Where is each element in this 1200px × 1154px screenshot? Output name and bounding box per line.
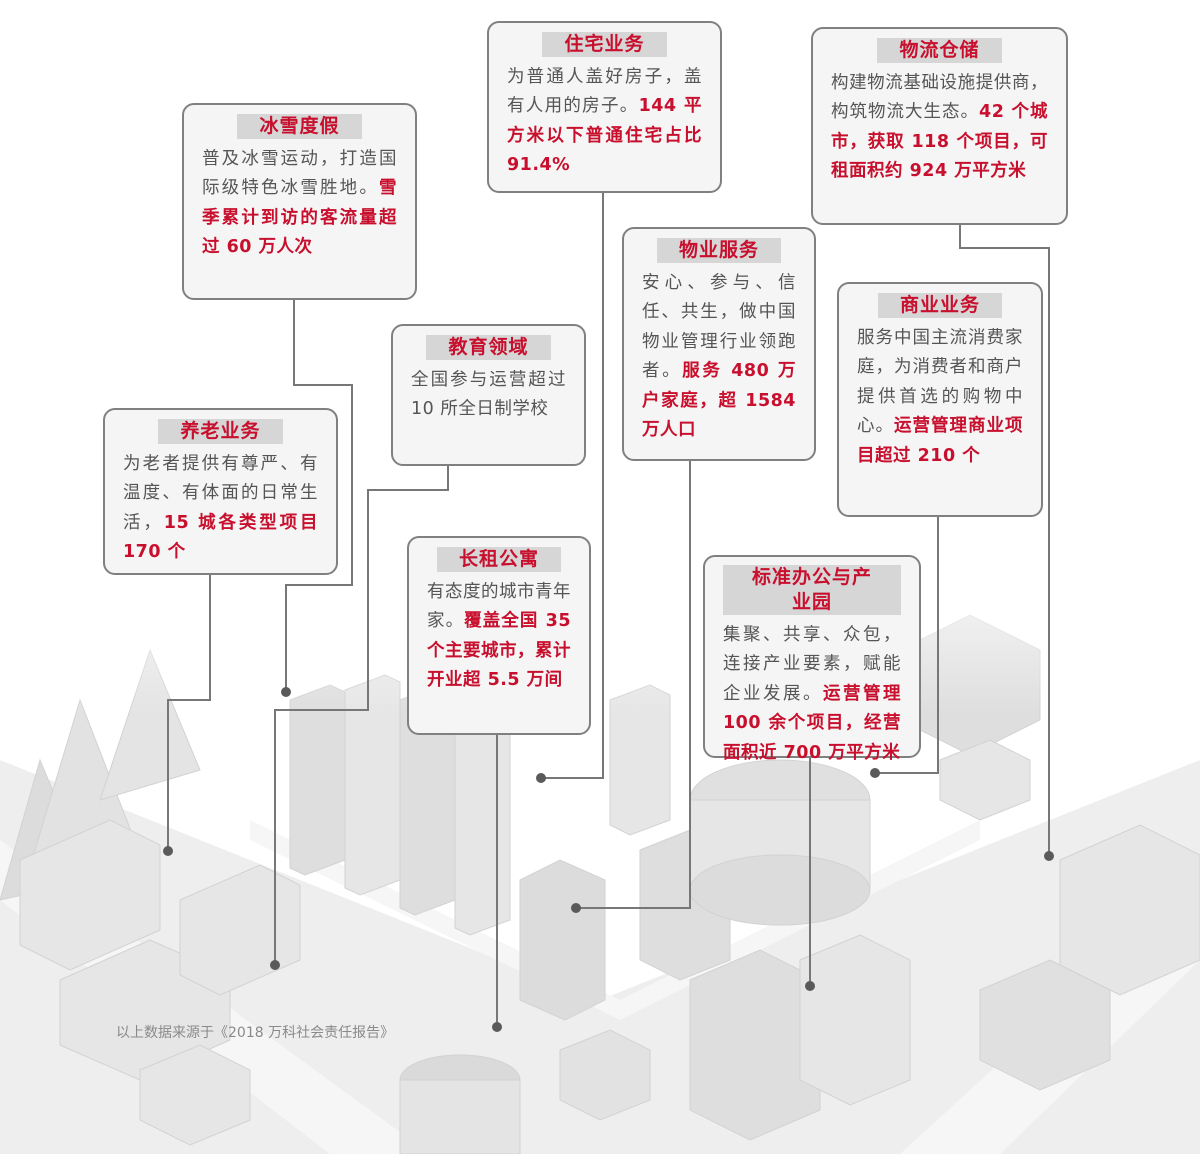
card-text: 普及冰雪运动，打造国际级特色冰雪胜地。	[202, 148, 397, 199]
card-property-services: 物业服务 安心、参与、信任、共生，做中国物业管理行业领跑者。服务 480 万户家…	[622, 227, 816, 461]
card-highlight: 服务 480 万户家庭，超 1584 万人口	[642, 361, 797, 440]
card-title: 冰雪度假	[237, 114, 362, 139]
card-text: 为老者提供有尊严、有温度、有体面的日常生活，	[123, 453, 318, 533]
card-residential: 住宅业务 为普通人盖好房子，盖有人用的房子。144 平方米以下普通住宅占比 91…	[487, 21, 722, 193]
card-education: 教育领域 全国参与运营超过 10 所全日制学校	[391, 324, 586, 466]
card-title: 养老业务	[158, 419, 283, 444]
card-title: 住宅业务	[542, 32, 667, 57]
card-title: 物流仓储	[877, 38, 1002, 63]
card-text: 全国参与运营超过 10 所全日制学校	[411, 369, 566, 420]
card-snow-resort: 冰雪度假 普及冰雪运动，打造国际级特色冰雪胜地。雪季累计到访的客流量超过 60 …	[182, 103, 417, 300]
card-long-term-rental: 长租公寓 有态度的城市青年家。覆盖全国 35 个主要城市，累计开业超 5.5 万…	[407, 536, 591, 735]
card-highlight: 15 城各类型项目 170 个	[123, 512, 318, 563]
card-text: 服务中国主流消费家庭，为消费者和商户提供首选的购物中心。	[857, 327, 1023, 437]
card-title: 物业服务	[656, 238, 781, 263]
card-logistics: 物流仓储 构建物流基础设施提供商，构筑物流大生态。42 个城市，获取 118 个…	[811, 27, 1068, 225]
card-title: 标准办公与产业园	[723, 565, 901, 615]
card-elderly-care: 养老业务 为老者提供有尊严、有温度、有体面的日常生活，15 城各类型项目 170…	[103, 408, 338, 575]
card-highlight: 运营管理商业项目超过 210 个	[857, 416, 1023, 466]
card-title: 商业业务	[877, 293, 1002, 318]
card-text: 集聚、共享、众包，连接产业要素，赋能企业发展。	[723, 624, 901, 704]
card-title: 教育领域	[426, 335, 551, 360]
card-highlight: 运营管理 100 余个项目，经营面积近 700 万平方米	[723, 683, 901, 763]
card-text: 构建物流基础设施提供商，构筑物流大生态。	[831, 72, 1048, 123]
source-note: 以上数据来源于《2018 万科社会责任报告》	[116, 1025, 395, 1041]
card-highlight: 覆盖全国 35 个主要城市，累计开业超 5.5 万间	[427, 611, 571, 690]
card-commercial: 商业业务 服务中国主流消费家庭，为消费者和商户提供首选的购物中心。运营管理商业项…	[837, 282, 1043, 517]
card-title: 长租公寓	[436, 547, 561, 572]
card-highlight: 144 平方米以下普通住宅占比 91.4%	[507, 96, 702, 175]
card-office-industrial-park: 标准办公与产业园 集聚、共享、众包，连接产业要素，赋能企业发展。运营管理 100…	[703, 555, 921, 763]
card-highlight: 雪季累计到访的客流量超过 60 万人次	[202, 178, 397, 257]
card-text: 为普通人盖好房子，盖有人用的房子。	[507, 66, 702, 117]
card-highlight: 42 个城市，获取 118 个项目，可租面积约 924 万平方米	[831, 102, 1049, 181]
card-text: 有态度的城市青年家。	[427, 581, 571, 632]
card-text: 安心、参与、信任、共生，做中国物业管理行业领跑者。	[642, 272, 796, 382]
